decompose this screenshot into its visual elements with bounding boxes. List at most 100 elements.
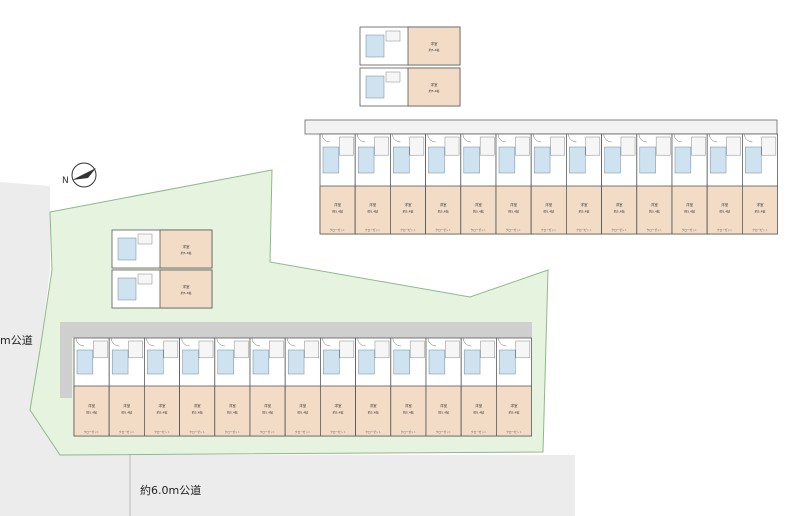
room-size-label: 約5.4帖 [429, 47, 440, 52]
room-size-label: 約5.4帖 [227, 410, 238, 415]
left-road-area [0, 182, 130, 516]
storage-label: クローゼット [365, 228, 381, 232]
bottom-road-area [130, 455, 575, 516]
room-size-label: 約5.4帖 [473, 208, 484, 213]
storage-label: クローゼット [471, 228, 487, 232]
bottom-road-label: 約6.0m公道 [140, 484, 202, 497]
room-size-label: 約5.4帖 [181, 290, 192, 295]
room-size-label: 約5.4帖 [157, 410, 168, 415]
room-size-label: 約5.4帖 [649, 208, 660, 213]
room-size-label: 約5.4帖 [719, 208, 730, 213]
storage-label: クローゼット [400, 228, 416, 232]
room-type-label: 洋室 [183, 244, 190, 249]
storage-label: クローゼット [647, 228, 663, 232]
room-type-label: 洋室 [335, 403, 343, 408]
room-size-label: 約5.4帖 [543, 208, 554, 213]
room-size-label: 約5.4帖 [509, 410, 520, 415]
room-type-label: 洋室 [88, 403, 95, 408]
storage-label: クローゼット [682, 228, 698, 232]
storage-label: クローゼット [84, 430, 100, 434]
room-type-label: 洋室 [757, 202, 765, 207]
room-type-label: 洋室 [370, 403, 378, 408]
room-type-label: 洋室 [405, 202, 413, 207]
room-type-label: 洋室 [651, 202, 659, 207]
room-type-label: 洋室 [511, 403, 519, 408]
storage-label: クローゼット [576, 228, 592, 232]
room-type-label: 洋室 [183, 284, 190, 289]
room-type-label: 洋室 [475, 202, 482, 207]
room-type-label: 洋室 [440, 202, 448, 207]
room-type-label: 洋室 [159, 403, 166, 408]
room-type-label: 洋室 [581, 202, 589, 207]
room-size-label: 約5.4帖 [755, 208, 766, 213]
room-size-label: 約5.4帖 [181, 250, 192, 255]
room-size-label: 約5.4帖 [429, 88, 440, 93]
room-size-label: 約5.4帖 [332, 208, 343, 213]
storage-label: クローゼット [611, 228, 627, 232]
storage-label: クローゼット [541, 228, 557, 232]
room-type-label: 洋室 [475, 403, 483, 408]
room-size-label: 約5.4帖 [684, 208, 695, 213]
room-type-label: 洋室 [369, 202, 377, 207]
walkway-lower [60, 322, 532, 338]
storage-label: クローゼット [506, 228, 522, 232]
room-type-label: 洋室 [264, 403, 271, 408]
room-size-label: 約5.4帖 [438, 410, 449, 415]
room-size-label: 約5.4帖 [192, 410, 203, 415]
compass-north-arrow-icon: N [62, 162, 97, 188]
storage-label: クローゼット [330, 430, 346, 434]
room-size-label: 約5.4帖 [86, 410, 97, 415]
room-size-label: 約5.4帖 [297, 410, 308, 415]
room-type-label: 洋室 [229, 403, 236, 408]
room-type-label: 洋室 [405, 403, 412, 408]
storage-label: クローゼット [435, 228, 451, 232]
storage-label: クローゼット [260, 430, 276, 434]
room-type-label: 洋室 [510, 202, 518, 207]
storage-label: クローゼット [225, 430, 241, 434]
room-size-label: 約5.4帖 [333, 410, 344, 415]
storage-label: クローゼット [401, 430, 417, 434]
room-type-label: 洋室 [440, 403, 447, 408]
storage-label: クローゼット [330, 228, 346, 232]
room-type-label: 洋室 [616, 202, 624, 207]
room-size-label: 約5.4帖 [473, 410, 484, 415]
room-type-label: 洋室 [545, 202, 553, 207]
walkway-upper [304, 119, 778, 135]
storage-label: クローゼット [436, 430, 452, 434]
room-type-label: 洋室 [431, 82, 439, 87]
upper-building-units: 洋室約5.4帖クローゼット洋室約5.4帖クローゼット洋室約5.4帖クローゼット洋… [319, 133, 779, 235]
room-size-label: 約5.4帖 [367, 208, 378, 213]
storage-label: クローゼット [506, 430, 522, 434]
svg-text:N: N [62, 176, 69, 186]
room-size-label: 約5.4帖 [403, 208, 414, 213]
room-type-label: 洋室 [123, 403, 130, 408]
storage-label: クローゼット [295, 430, 311, 434]
room-size-label: 約5.4帖 [614, 208, 625, 213]
